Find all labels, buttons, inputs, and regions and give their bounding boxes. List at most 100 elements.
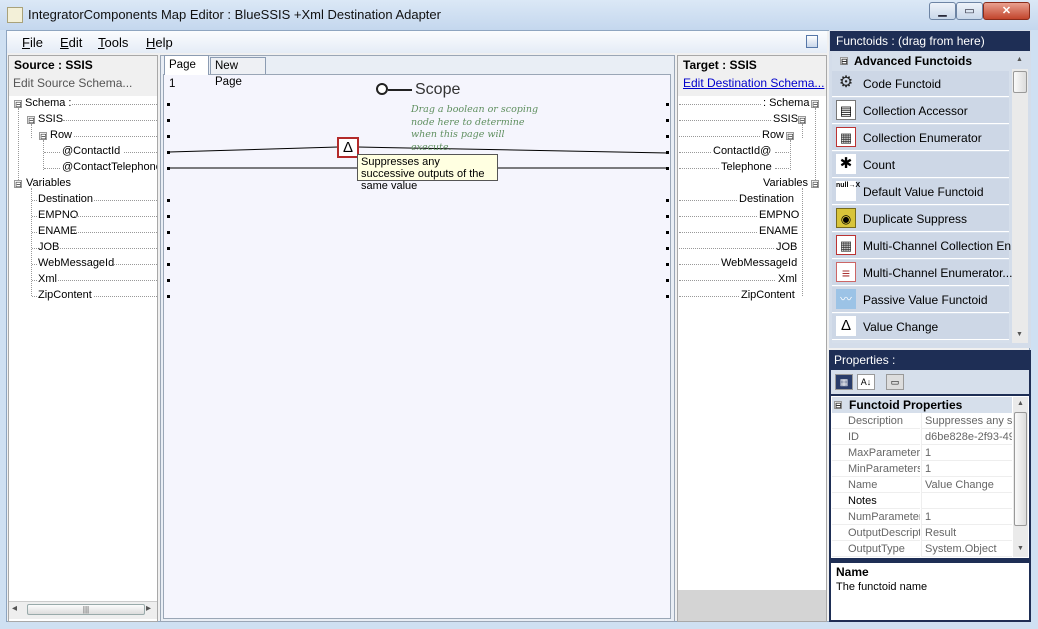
source-node-ename[interactable]: ENAME — [38, 225, 78, 237]
property-category[interactable]: ⊟ Functoid Properties — [832, 397, 1012, 413]
target-variables-expander[interactable]: ⊟ — [811, 180, 819, 189]
edit-source-schema-link[interactable]: Edit Source Schema... — [13, 76, 133, 90]
scroll-down-arrow-icon[interactable]: ▼ — [1017, 545, 1024, 552]
target-node-job[interactable]: JOB — [776, 241, 798, 253]
value-change-functoid-node[interactable]: Δ — [337, 137, 359, 158]
functoids-scroll-thumb[interactable] — [1013, 71, 1027, 93]
scope-label: Scope — [415, 81, 461, 98]
link-functoid-to-contactid — [357, 146, 669, 154]
target-schema-expander[interactable]: ⊟ — [811, 100, 819, 109]
property-name[interactable]: MinParameters — [832, 461, 920, 477]
property-name[interactable]: Notes — [832, 493, 920, 509]
functoid-category[interactable]: ⊟ Advanced Functoids — [832, 53, 1010, 70]
functoid-label: Default Value Functoid — [863, 185, 984, 199]
target-node-variables[interactable]: Variables — [763, 177, 809, 189]
target-node-webmessageid[interactable]: WebMessageId — [721, 257, 798, 269]
source-node-zipcontent[interactable]: ZipContent — [38, 289, 92, 301]
source-node-ssis[interactable]: SSIS — [38, 113, 64, 125]
property-name[interactable]: Name — [832, 477, 920, 493]
source-node-webmessageid[interactable]: WebMessageId — [38, 257, 115, 269]
properties-scroll-thumb[interactable] — [1014, 412, 1027, 526]
functoid-collection-enumerator[interactable]: ▦ Collection Enumerator — [832, 125, 1009, 151]
property-value[interactable] — [921, 493, 1012, 509]
property-category-collapse-icon[interactable]: ⊟ — [834, 401, 842, 410]
source-row-expander[interactable]: ⊟ — [39, 132, 47, 141]
source-node-row[interactable]: Row — [50, 129, 73, 141]
property-value[interactable]: Result — [921, 525, 1012, 541]
functoid-code[interactable]: ⚙ Code Functoid — [832, 71, 1009, 97]
menu-help[interactable]: Help — [146, 35, 173, 50]
scroll-down-arrow-icon[interactable]: ▼ — [1016, 331, 1023, 338]
scroll-up-arrow-icon[interactable]: ▲ — [1017, 400, 1024, 407]
source-variables-expander[interactable]: ⊟ — [14, 180, 22, 189]
scroll-up-arrow-icon[interactable]: ▲ — [1016, 56, 1023, 63]
target-node-contactid[interactable]: ContactId@ — [713, 145, 772, 157]
menu-edit[interactable]: Edit — [60, 35, 83, 50]
source-node-schema[interactable]: Schema : — [25, 97, 72, 109]
source-ssis-expander[interactable]: ⊟ — [27, 116, 35, 125]
source-node-variables[interactable]: Variables — [26, 177, 72, 189]
functoid-collection-accessor[interactable]: ▤ Collection Accessor — [832, 98, 1009, 124]
target-node-schema[interactable]: : Schema — [763, 97, 810, 109]
alphabetical-sort-icon[interactable]: A↓ — [857, 374, 875, 390]
scroll-left-arrow-icon[interactable]: ◂ — [12, 603, 18, 614]
target-ssis-expander[interactable]: ⊟ — [798, 116, 806, 125]
target-node-ssis[interactable]: SSIS — [773, 113, 799, 125]
source-node-destination[interactable]: Destination — [38, 193, 94, 205]
property-pages-icon[interactable]: ▭ — [886, 374, 904, 390]
property-value[interactable]: System.Object — [921, 541, 1012, 557]
menu-file[interactable]: File — [22, 35, 43, 50]
functoids-vertical-scrollbar[interactable] — [1012, 69, 1028, 343]
source-title: Source : SSIS — [14, 58, 93, 72]
layout-icon[interactable] — [806, 35, 818, 48]
source-node-xml[interactable]: Xml — [38, 273, 57, 285]
property-name[interactable]: OutputDescript — [832, 525, 920, 541]
target-row-expander[interactable]: ⊟ — [786, 132, 794, 141]
functoid-passive-value[interactable]: 〰 Passive Value Functoid — [832, 287, 1009, 313]
target-node-destination[interactable]: Destination — [739, 193, 795, 205]
functoid-duplicate-suppress[interactable]: ◉ Duplicate Suppress — [832, 206, 1009, 232]
property-value[interactable]: Suppresses any su — [921, 413, 1012, 429]
scroll-right-arrow-icon[interactable]: ▸ — [146, 603, 152, 614]
functoid-multi-channel-collection[interactable]: ▦ Multi-Channel Collection En... — [832, 233, 1021, 259]
source-node-job[interactable]: JOB — [38, 241, 60, 253]
property-value[interactable]: 1 — [921, 509, 1012, 525]
category-collapse-icon[interactable]: ⊟ — [840, 57, 848, 66]
target-node-xml[interactable]: Xml — [778, 273, 797, 285]
property-name[interactable]: Description — [832, 413, 920, 429]
property-value[interactable]: 1 — [921, 445, 1012, 461]
property-name[interactable]: MaxParameters — [832, 445, 920, 461]
property-value[interactable]: 1 — [921, 461, 1012, 477]
menu-bar — [7, 31, 827, 53]
functoid-value-change[interactable]: Δ Value Change — [832, 314, 1009, 340]
categorized-view-icon[interactable]: ▦ — [835, 374, 853, 390]
source-schema-expander[interactable]: ⊟ — [14, 100, 22, 109]
edit-destination-schema-link[interactable]: Edit Destination Schema... — [683, 76, 825, 90]
source-node-empno[interactable]: EMPNO — [38, 209, 79, 221]
source-node-contacttelephone[interactable]: @ContactTelephone — [62, 161, 157, 173]
source-node-contactid[interactable]: @ContactId — [62, 145, 121, 157]
target-node-telephone[interactable]: Telephone — [721, 161, 772, 173]
tab-new-page[interactable]: New Page — [210, 57, 266, 88]
functoid-multi-channel-enumerator[interactable]: ≡ Multi-Channel Enumerator... — [832, 260, 1012, 286]
multi-channel-enumerator-icon: ≡ — [836, 262, 856, 282]
app-icon — [7, 7, 23, 23]
functoid-count[interactable]: ✱ Count — [832, 152, 1009, 178]
property-value[interactable]: d6be828e-2f93-49 — [921, 429, 1012, 445]
target-node-zipcontent[interactable]: ZipContent — [741, 289, 795, 301]
maximize-button[interactable]: ▭ — [956, 2, 983, 20]
close-button[interactable]: ✕ — [983, 2, 1030, 20]
property-value[interactable]: Value Change — [921, 477, 1012, 493]
target-node-ename[interactable]: ENAME — [759, 225, 799, 237]
menu-tools[interactable]: Tools — [98, 35, 129, 50]
target-node-row[interactable]: Row — [762, 129, 785, 141]
minimize-button[interactable]: ▁ — [929, 2, 956, 20]
property-name[interactable]: ID — [832, 429, 920, 445]
scope-node-icon[interactable] — [376, 83, 388, 95]
property-name[interactable]: OutputType — [832, 541, 920, 557]
property-name[interactable]: NumParameter — [832, 509, 920, 525]
tab-page-1[interactable]: Page 1 — [164, 55, 209, 90]
source-scroll-thumb[interactable]: ||| — [27, 604, 145, 615]
functoid-default-value[interactable]: null→X Default Value Functoid — [832, 179, 1009, 205]
target-node-empno[interactable]: EMPNO — [759, 209, 800, 221]
